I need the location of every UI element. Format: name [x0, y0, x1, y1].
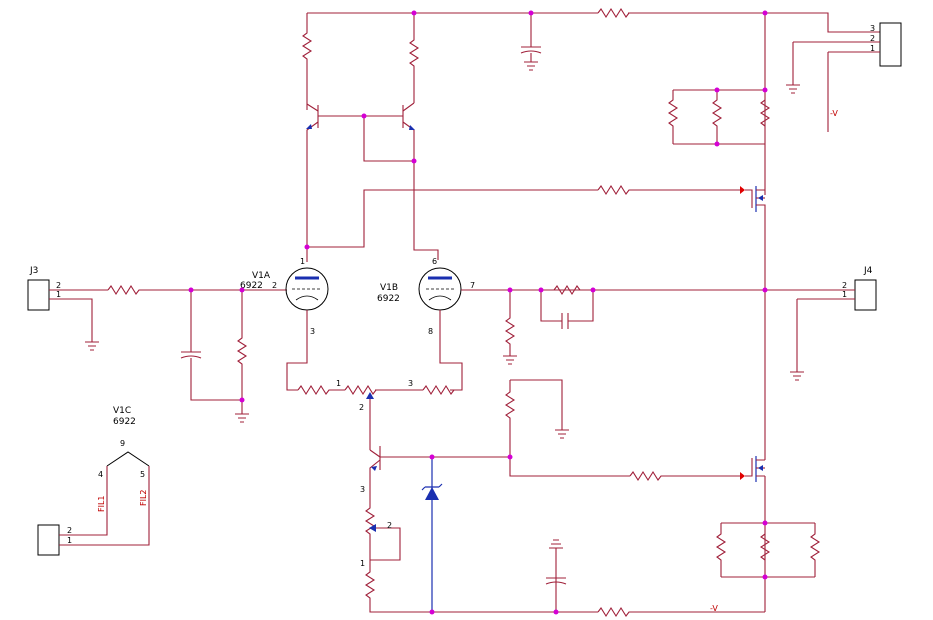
j4-pin-1: 1 — [842, 290, 847, 299]
j4-label: J4 — [863, 266, 873, 276]
mosfet-top — [745, 186, 766, 290]
source-pot-pin3: 3 — [360, 485, 365, 494]
tube-v1b: V1B 6922 6 7 8 — [377, 257, 765, 391]
v1c-part: 6922 — [113, 417, 136, 427]
tube-v1c-filament: V1C 6922 9 4 5 FIL1 FIL2 2 1 — [37, 406, 150, 556]
collector-resistor-right — [408, 13, 420, 103]
fil2-label: FIL2 — [139, 489, 148, 506]
mosfet-bottom — [745, 290, 766, 612]
current-source-transistor — [369, 446, 510, 487]
source-pot-pin1: 1 — [360, 559, 365, 568]
fil1-label: FIL1 — [97, 495, 106, 512]
v1a-part: 6922 — [240, 281, 263, 291]
v1a-ref: V1A — [252, 271, 271, 281]
junction-dots — [188, 10, 768, 615]
v1b-part: 6922 — [377, 294, 400, 304]
power-pin-3: 3 — [870, 24, 875, 33]
v1b-pin-grid: 7 — [470, 281, 475, 290]
drain-resistor-bank-top — [667, 13, 771, 195]
v1a-pin-cathode: 3 — [310, 327, 315, 336]
v1b-ref: V1B — [380, 283, 398, 293]
j3-pin-2: 2 — [56, 281, 61, 290]
v1c-pin-5: 5 — [140, 470, 145, 479]
tube-v1a: V1A 6922 2 1 3 — [240, 257, 329, 391]
top-rail — [307, 7, 880, 33]
j3-label: J3 — [29, 266, 38, 276]
collector-resistor-left — [301, 13, 313, 110]
v1c-pin-4: 4 — [98, 470, 103, 479]
output-connector-j4: J4 2 1 — [765, 266, 877, 381]
fil-pin-1: 1 — [67, 536, 72, 545]
cathode-potentiometer: 1 3 2 — [297, 379, 455, 450]
zener-diode — [421, 457, 443, 612]
source-resistor-bank-bottom — [715, 522, 821, 578]
v1b-pin-cathode: 8 — [428, 327, 433, 336]
v1a-pin-plate: 1 — [300, 257, 305, 266]
transistor-left — [306, 103, 364, 247]
cathode-pot-wiper: 2 — [359, 403, 364, 412]
source-potentiometer: 3 2 1 — [360, 485, 598, 613]
fil-pin-2: 2 — [67, 526, 72, 535]
input-filter — [180, 290, 249, 423]
transistor-right — [363, 102, 439, 260]
v1b-grid-resistor — [503, 290, 517, 365]
bottom-rail: -V — [545, 539, 765, 618]
v1c-ref: V1C — [113, 406, 131, 416]
v1b-pin-plate: 6 — [432, 257, 437, 266]
bias-resistor — [504, 379, 745, 482]
v1c-pin-9: 9 — [120, 439, 125, 448]
j4-pin-2: 2 — [842, 281, 847, 290]
cathode-pot-pin1: 1 — [336, 379, 341, 388]
power-connector: 3 2 1 -V — [786, 22, 902, 132]
power-pin-1: 1 — [870, 44, 875, 53]
v1a-plate-wire — [306, 184, 745, 262]
cathode-pot-pin3: 3 — [408, 379, 413, 388]
neg-v-label-bottom: -V — [710, 604, 718, 613]
v1a-pin-grid: 2 — [272, 281, 277, 290]
feedback-network — [540, 284, 594, 329]
input-connector-j3: J3 2 1 — [27, 266, 287, 351]
power-pin-2: 2 — [870, 34, 875, 43]
j3-pin-1: 1 — [56, 290, 61, 299]
top-capacitor — [520, 13, 542, 71]
source-pot-wiper: 2 — [387, 521, 392, 530]
neg-v-label-top: -V — [830, 109, 838, 118]
